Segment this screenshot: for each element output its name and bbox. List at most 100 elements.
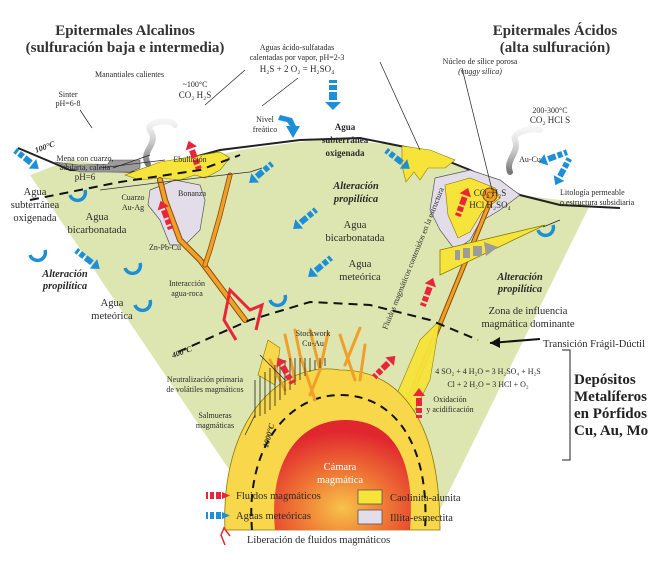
label-acid-waters-3: H₂S + 2 O₂ = H₂SO₄	[260, 64, 334, 74]
label-gas-right-1: CO₂ H₂S	[474, 188, 507, 198]
label-deposit-4: Cu, Au, Mo	[574, 423, 648, 439]
label-acid-waters-1: Aguas ácido-sulfatadas	[260, 43, 334, 52]
sinter-deposit	[54, 159, 141, 173]
meteoric-arrows	[13, 80, 572, 277]
deposit-bracket	[562, 349, 571, 461]
label-zona-1: Zona de influencia	[489, 306, 568, 317]
label-equation-2: Cl + 2 H₂O = 3 HCl + O₂	[447, 380, 529, 389]
stockwork-veins	[268, 326, 367, 402]
legend-release-arrow-icon	[220, 526, 231, 546]
title-acid: Epitermales Ácidos	[493, 22, 618, 39]
label-interaccion-2: agua-roca	[171, 289, 203, 298]
label-gas-right-2: HCl H₂SO₄	[469, 200, 511, 210]
label-nivel-freatico-2: freático	[253, 125, 277, 134]
label-agua-met-center-1: Agua	[349, 259, 372, 270]
label-zona-2: magmática dominante	[481, 319, 574, 330]
label-salmueras-1: Salmueras	[198, 411, 231, 420]
legend-fluidos-label: Fluidos magmáticos	[236, 491, 321, 502]
label-alteration-center-2: propilítica	[333, 194, 378, 205]
label-agua-sub-center-3: oxigenada	[325, 148, 365, 158]
vein-left-main-fill	[158, 178, 247, 322]
label-agua-met-center-2: meteórica	[339, 272, 381, 283]
label-litologia-2: o estructura subsidiaria	[560, 198, 635, 207]
label-oxidacion-2: y acidificación	[426, 405, 473, 414]
label-vent-right-temp: 200-300°C	[532, 106, 567, 115]
label-vuggy-2: (vuggy silica)	[458, 67, 502, 76]
label-cuarzo-1: Cuarzo	[121, 193, 144, 202]
label-oxidacion-1: Oxidación	[433, 395, 466, 404]
circulation-arrows	[28, 189, 556, 313]
vein-left-branch-fill	[203, 173, 232, 267]
label-transicion: Transición Frágil-Dúctil	[543, 339, 645, 350]
legend-liberacion-label: Liberación de fluidos magmáticos	[247, 535, 390, 546]
legend-magmatic-arrow-icon	[206, 492, 230, 499]
label-salmueras-2: magmáticas	[196, 421, 234, 430]
caolinita-blanket-left	[124, 151, 231, 181]
label-agua-sub-center-2: subterránea	[322, 135, 369, 145]
label-alteration-left-2: propilítica	[42, 281, 87, 292]
isotherm-100	[29, 154, 241, 201]
legend-aguas-label: Aguas meteóricas	[236, 511, 311, 522]
label-bonanza: Bonanza	[178, 189, 206, 198]
label-agua-bic-left-2: bicarbonatada	[68, 225, 127, 236]
transition-arrowhead	[490, 337, 500, 348]
label-aucu: Au-Cu	[519, 155, 541, 164]
label-equation-1: 4 SO₂ + 4 H₂O = 3 H₂SO₄ + H₂S	[435, 367, 541, 376]
magmatic-arrows	[157, 140, 471, 418]
label-mena-3: pH=6	[75, 172, 96, 182]
label-deposit-3: en Pórfidos	[574, 406, 647, 422]
isotherm-400	[177, 300, 479, 353]
magma-apex	[257, 339, 281, 386]
magmatic-release-arrow	[222, 286, 265, 341]
label-znpbcu: Zn-Pb-Cu	[149, 243, 181, 252]
label-vent-left-temp: ~100°C	[183, 80, 208, 89]
water-table-line	[99, 167, 263, 191]
label-ebullicion: Ebullición	[173, 155, 206, 164]
label-alteration-center-1: Alteración	[332, 181, 379, 192]
legend-illita-swatch	[357, 509, 383, 525]
label-vent-left-gas: CO₂ H₂S	[179, 90, 212, 100]
legend-caolinita-label: Caolinita-alunita	[390, 493, 461, 504]
label-agua-sub-left-1: Agua	[24, 187, 47, 198]
label-agua-sub-center-1: Agua	[335, 122, 356, 132]
label-agua-bic-center-2: bicarbonatada	[326, 233, 385, 244]
label-agua-met-left-1: Agua	[101, 298, 124, 309]
label-deposit-1: Depósitos	[574, 372, 636, 388]
label-mena-2: adularia, calcita	[60, 163, 111, 172]
title-acid-sub: (alta sulfuración)	[500, 40, 610, 56]
label-agua-bic-center-1: Agua	[344, 220, 367, 231]
label-camara-2: magmática	[317, 475, 363, 486]
label-sinter: Sinter	[58, 90, 77, 99]
smoke-plume-right	[505, 126, 543, 175]
label-temp-100: 100°C	[34, 139, 57, 155]
label-agua-sub-left-3: oxigenada	[13, 213, 56, 224]
leader-lines	[79, 61, 561, 436]
label-deposit-2: Metalíferos	[574, 389, 647, 405]
label-stockwork-1: Stockwork	[296, 329, 331, 338]
caolinita-cap-right	[401, 145, 456, 183]
label-vent-right-gas: CO₂ HCl S	[530, 115, 570, 125]
label-alteration-right-1: Alteración	[496, 272, 543, 283]
label-nivel-freatico-1: Nivel	[256, 115, 275, 124]
title-alkaline-sub: (sulfuración baja e intermedia)	[26, 40, 225, 56]
label-interaccion-1: Interacción	[169, 279, 205, 288]
label-neutralizacion-1: Neutralización primaria	[167, 375, 244, 384]
legend-caolinita-swatch	[357, 489, 383, 505]
label-neutralizacion-2: de volátiles magmáticos	[166, 385, 243, 394]
label-stockwork-2: Cu-Au	[302, 339, 324, 348]
label-vuggy-1: Núcleo de sílice porosa	[443, 57, 518, 66]
title-alkaline: Epitermales Alcalinos	[55, 23, 195, 39]
label-alteration-left-1: Alteración	[41, 269, 88, 280]
label-manantiales: Manantiales calientes	[95, 70, 164, 79]
label-camara-1: Cámara	[324, 462, 357, 473]
legend-illita-label: Illita-esmectita	[390, 513, 453, 524]
label-cuarzo-2: Au-Ag	[122, 203, 144, 212]
label-agua-sub-left-2: subterránea	[11, 200, 60, 211]
label-alteration-right-2: propilítica	[497, 284, 542, 295]
legend-meteoric-arrow-icon	[206, 512, 230, 519]
label-sinter-ph: pH=6-8	[56, 99, 81, 108]
vuggy-silica-inner	[486, 191, 494, 199]
legend: Fluidos magmáticos Aguas meteóricas Libe…	[206, 489, 461, 546]
label-acid-waters-2: calentadas por vapor, pH=2-3	[250, 53, 345, 62]
